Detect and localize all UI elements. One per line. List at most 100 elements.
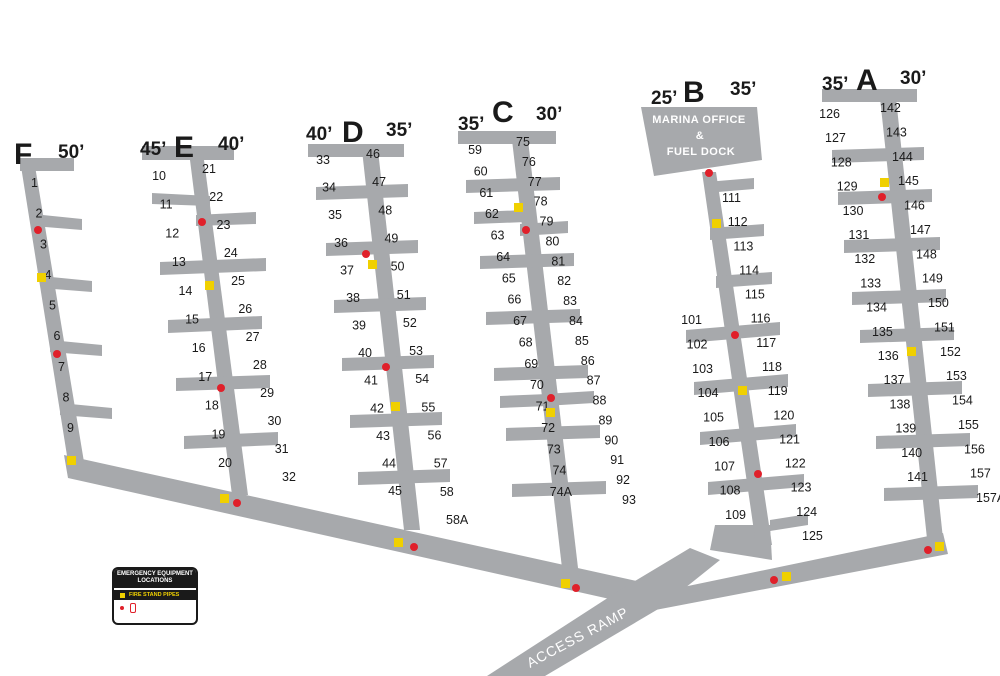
slip-35: 35 xyxy=(328,208,342,222)
slip-20: 20 xyxy=(218,456,232,470)
slip-36: 36 xyxy=(334,236,348,250)
c-dock-spine xyxy=(512,140,580,585)
slip-106: 106 xyxy=(709,435,730,449)
fire-stand-pipe xyxy=(67,456,76,465)
slip-147: 147 xyxy=(910,223,931,237)
slip-59: 59 xyxy=(468,143,482,157)
slip-154: 154 xyxy=(952,394,973,408)
slip-85: 85 xyxy=(575,334,589,348)
slip-48: 48 xyxy=(378,203,392,217)
dock-c-right-size: 30’ xyxy=(536,104,562,125)
dock-e-left-size: 45’ xyxy=(140,139,166,160)
slip-58A: 58A xyxy=(446,513,469,527)
fire-stand-pipe xyxy=(738,386,747,395)
extinguisher-dot xyxy=(233,499,241,507)
dock-d-letter: D xyxy=(342,116,364,149)
slip-101: 101 xyxy=(681,313,702,327)
slip-115: 115 xyxy=(745,288,765,302)
e-fingers xyxy=(152,193,278,449)
slip-2: 2 xyxy=(36,207,43,221)
slip-126: 126 xyxy=(819,107,840,121)
d-fingers xyxy=(316,184,450,485)
slip-67: 67 xyxy=(513,314,527,328)
slip-74A: 74A xyxy=(550,485,573,499)
slip-81: 81 xyxy=(551,254,565,268)
slip-151: 151 xyxy=(934,320,955,334)
slip-87: 87 xyxy=(587,374,601,388)
slip-146: 146 xyxy=(904,199,925,213)
extinguisher-dot xyxy=(34,226,42,234)
dock-a-right-size: 30’ xyxy=(900,68,926,89)
dock-d-left-size: 40’ xyxy=(306,124,332,145)
slip-66: 66 xyxy=(507,293,521,307)
equipment-markers xyxy=(34,169,944,592)
slip-50: 50 xyxy=(391,260,405,274)
slip-62: 62 xyxy=(485,207,499,221)
slip-21: 21 xyxy=(202,162,216,176)
slip-12: 12 xyxy=(165,226,179,240)
extinguisher-dot-icon xyxy=(120,606,124,610)
slip-108: 108 xyxy=(720,484,741,498)
extinguisher-dot xyxy=(382,363,390,371)
slip-49: 49 xyxy=(384,231,398,245)
fire-stand-pipe xyxy=(391,402,400,411)
slip-143: 143 xyxy=(886,125,907,139)
fire-extinguisher-icon xyxy=(130,603,136,613)
slip-31: 31 xyxy=(275,442,289,456)
slip-141: 141 xyxy=(907,470,928,484)
fire-stand-pipe xyxy=(394,538,403,547)
office-label: MARINA OFFICE & FUEL DOCK xyxy=(652,114,745,158)
c-dock-top xyxy=(458,131,556,144)
slip-90: 90 xyxy=(604,433,618,447)
dock-a-letter: A xyxy=(856,64,878,97)
dock-d-right-size: 35’ xyxy=(386,120,412,141)
slip-132: 132 xyxy=(854,252,875,266)
slip-64: 64 xyxy=(496,250,510,264)
f-dock-top xyxy=(20,158,74,171)
slip-128: 128 xyxy=(831,155,852,169)
f-dock-spine xyxy=(20,160,84,462)
extinguisher-dot xyxy=(198,218,206,226)
slip-15: 15 xyxy=(185,313,199,327)
slip-117: 117 xyxy=(756,336,776,350)
slip-69: 69 xyxy=(524,357,538,371)
slip-56: 56 xyxy=(428,429,442,443)
slip-122: 122 xyxy=(785,457,806,471)
slip-16: 16 xyxy=(192,341,206,355)
slip-72: 72 xyxy=(541,421,555,435)
slip-33: 33 xyxy=(316,153,330,167)
dock-c-letter: C xyxy=(492,96,514,129)
extinguisher-dot xyxy=(770,576,778,584)
slip-68: 68 xyxy=(519,335,533,349)
office-label-line3: FUEL DOCK xyxy=(667,146,735,158)
extinguisher-dot xyxy=(522,226,530,234)
access-ramp-label: ACCESS RAMP xyxy=(524,604,631,671)
slip-103: 103 xyxy=(692,362,713,376)
fire-stand-pipe xyxy=(205,281,214,290)
extinguisher-dot xyxy=(878,193,886,201)
slip-157: 157 xyxy=(970,467,991,481)
office-label-line2: & xyxy=(696,130,704,142)
slip-134: 134 xyxy=(866,301,887,315)
f-finger-4 xyxy=(60,403,112,419)
a-dock-top xyxy=(822,89,917,102)
slip-139: 139 xyxy=(895,422,916,436)
slip-92: 92 xyxy=(616,473,630,487)
slip-120: 120 xyxy=(773,408,794,422)
slip-25: 25 xyxy=(231,274,245,288)
slip-24: 24 xyxy=(224,246,238,260)
slip-54: 54 xyxy=(415,372,429,386)
dock-e-letter: E xyxy=(174,131,194,164)
fire-stand-pipe xyxy=(220,494,229,503)
slip-5: 5 xyxy=(49,299,56,313)
slip-11: 11 xyxy=(160,198,173,212)
slip-76: 76 xyxy=(522,155,536,169)
slip-93: 93 xyxy=(622,493,636,507)
slip-155: 155 xyxy=(958,418,979,432)
slip-112: 112 xyxy=(728,215,748,229)
slip-119: 119 xyxy=(768,384,788,398)
slip-88: 88 xyxy=(593,394,607,408)
slip-142: 142 xyxy=(880,101,901,115)
